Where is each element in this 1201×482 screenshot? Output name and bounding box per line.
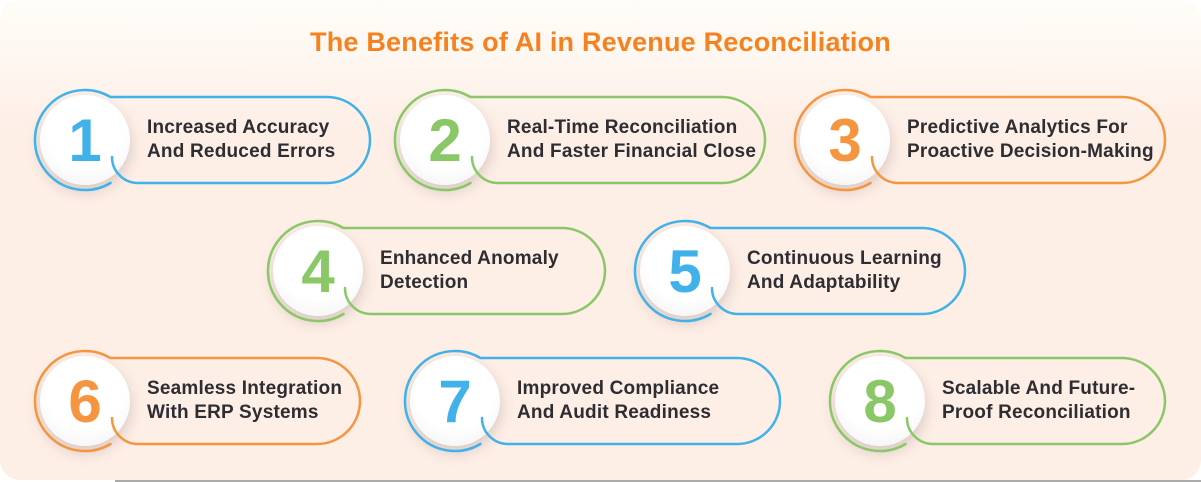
benefit-outline: 3 [793, 88, 1167, 192]
benefit-label-line2: With ERP Systems [147, 402, 319, 423]
benefit-item-7: 7 Improved Compliance And Audit Readines… [403, 349, 784, 453]
benefit-label-line1: Improved Compliance [517, 377, 720, 399]
benefit-label-line2: And Adaptability [747, 272, 901, 293]
benefit-outline-path [266, 219, 607, 323]
benefit-label-line2: And Reduced Errors [147, 141, 336, 162]
benefit-outline: 5 [633, 219, 967, 323]
benefit-label-line2: Detection [380, 272, 469, 293]
benefit-number: 5 [668, 238, 701, 305]
benefit-item-3: 3 Predictive Analytics For Proactive Dec… [793, 88, 1169, 192]
bottom-divider [115, 480, 1201, 482]
benefit-outline-path [633, 219, 967, 323]
benefit-outline-path [33, 88, 372, 192]
benefit-item-5: 5 Continuous Learning And Adaptability [633, 219, 969, 323]
benefit-label: Improved Compliance And Audit Readiness [517, 354, 719, 448]
benefit-outline-path [403, 349, 782, 453]
benefit-outline-path [828, 349, 1167, 453]
benefit-number: 2 [428, 107, 461, 174]
benefit-label: Seamless Integration With ERP Systems [147, 354, 342, 448]
benefit-label-line1: Scalable And Future- [942, 377, 1136, 399]
benefit-outline: 1 [33, 88, 372, 192]
benefit-number: 4 [301, 238, 335, 305]
benefit-label-line1: Predictive Analytics For [907, 116, 1128, 138]
benefit-item-6: 6 Seamless Integration With ERP Systems [33, 349, 364, 453]
benefit-item-8: 8 Scalable And Future- Proof Reconciliat… [828, 349, 1169, 453]
benefit-outline-path [793, 88, 1167, 192]
benefit-label-line1: Continuous Learning [747, 247, 942, 269]
benefit-number: 6 [68, 368, 101, 435]
benefit-label-line1: Increased Accuracy [147, 116, 330, 138]
benefit-item-4: 4 Enhanced Anomaly Detection [266, 219, 609, 323]
benefit-outline: 7 [403, 349, 782, 453]
benefit-label: Continuous Learning And Adaptability [747, 224, 942, 318]
benefit-label-line2: Proof Reconciliation [942, 402, 1131, 423]
benefit-number: 1 [68, 107, 101, 174]
benefit-label: Scalable And Future- Proof Reconciliatio… [942, 354, 1135, 448]
benefit-label-line2: And Faster Financial Close [507, 141, 757, 162]
benefit-outline: 4 [266, 219, 607, 323]
benefit-label: Increased Accuracy And Reduced Errors [147, 93, 335, 187]
benefit-label-line1: Real-Time Reconciliation [507, 116, 738, 138]
benefit-outline: 6 [33, 349, 362, 453]
benefit-outline-path [33, 349, 362, 453]
benefit-label: Real-Time Reconciliation And Faster Fina… [507, 93, 756, 187]
benefit-label-line2: Proactive Decision-Making [907, 141, 1154, 162]
benefit-item-1: 1 Increased Accuracy And Reduced Errors [33, 88, 374, 192]
benefit-label-line2: And Audit Readiness [517, 402, 712, 423]
benefit-label-line1: Seamless Integration [147, 377, 343, 399]
benefit-label: Enhanced Anomaly Detection [380, 224, 559, 318]
benefit-item-2: 2 Real-Time Reconciliation And Faster Fi… [393, 88, 769, 192]
benefit-number: 8 [863, 368, 896, 435]
benefit-label-line1: Enhanced Anomaly [380, 247, 559, 269]
benefit-outline-path [393, 88, 767, 192]
benefit-outline: 8 [828, 349, 1167, 453]
benefit-number: 7 [438, 368, 471, 435]
benefit-number: 3 [828, 107, 861, 174]
page-title: The Benefits of AI in Revenue Reconcilia… [310, 27, 891, 57]
benefit-outline: 2 [393, 88, 767, 192]
benefit-label: Predictive Analytics For Proactive Decis… [907, 93, 1154, 187]
